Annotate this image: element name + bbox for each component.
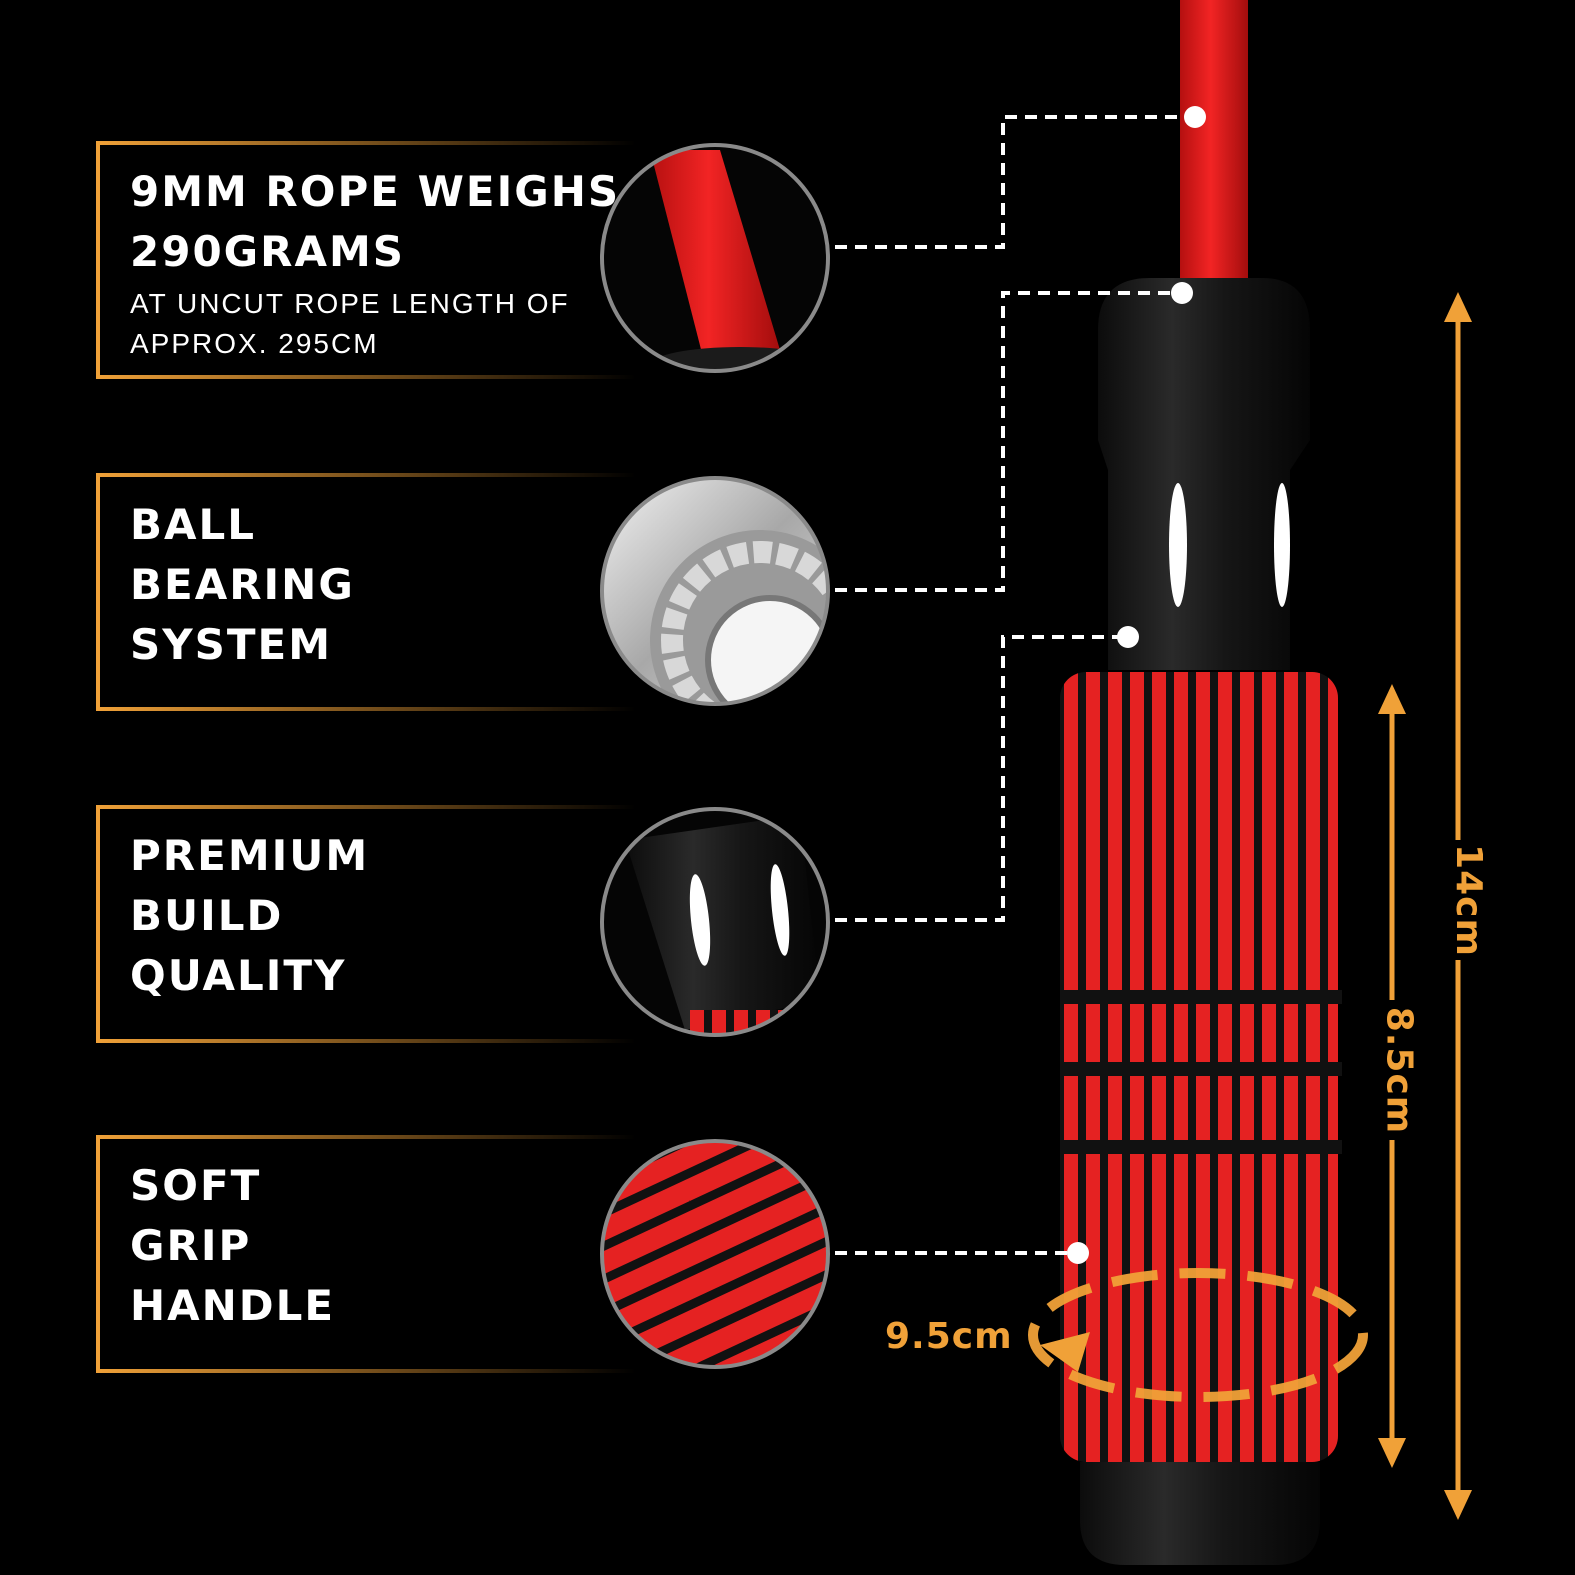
feature-bearing-title-line-1: BALL: [130, 500, 257, 549]
dimension-9-5cm-label: 9.5cm: [885, 1316, 1013, 1357]
dimension-14cm-line: [1444, 292, 1472, 1520]
feature-rope-subtitle-line-2: APPROX. 295CM: [130, 328, 379, 359]
ball-bearing-icon: [600, 476, 830, 706]
feature-rope-title: 9MM ROPE WEIGHS 290GRAMS: [130, 162, 620, 282]
feature-build-title-line-3: QUALITY: [130, 951, 347, 1000]
feature-bearing-title: BALL BEARING SYSTEM: [130, 495, 355, 675]
dimension-8-5cm-line: [1378, 684, 1406, 1468]
feature-grip-title-line-2: GRIP: [130, 1221, 252, 1270]
leader-dots: [1067, 106, 1206, 1264]
circumference-indicator: [1028, 1268, 1368, 1402]
feature-grip-title-line-3: HANDLE: [130, 1281, 336, 1330]
rope-closeup-icon: [600, 143, 830, 373]
dimension-8-5cm-label: 8.5cm: [1378, 1006, 1420, 1135]
feature-panels: [96, 141, 636, 1373]
feature-rope-subtitle-line-1: AT UNCUT ROPE LENGTH OF: [130, 288, 570, 319]
feature-build-title-line-2: BUILD: [130, 891, 284, 940]
feature-build-title: PREMIUM BUILD QUALITY: [130, 826, 369, 1006]
foam-grip-icon: [600, 1139, 830, 1369]
leader-lines: [835, 115, 1195, 1255]
feature-rope-subtitle: AT UNCUT ROPE LENGTH OF APPROX. 295CM: [130, 284, 570, 364]
feature-bearing-title-line-3: SYSTEM: [130, 620, 333, 669]
rope: [1180, 0, 1248, 300]
handle-closeup-icon: [600, 807, 830, 1037]
feature-grip-title-line-1: SOFT: [130, 1161, 262, 1210]
feature-rope-title-line-1: 9MM ROPE WEIGHS: [130, 167, 621, 216]
feature-bearing-title-line-2: BEARING: [130, 560, 355, 609]
feature-build-title-line-1: PREMIUM: [130, 831, 370, 880]
dimension-14cm-label: 14cm: [1447, 844, 1489, 957]
feature-rope-title-line-2: 290GRAMS: [130, 227, 406, 276]
feature-grip-title: SOFT GRIP HANDLE: [130, 1156, 335, 1336]
handle: [1060, 278, 1342, 1565]
circumference-arrow: [1040, 1332, 1090, 1372]
